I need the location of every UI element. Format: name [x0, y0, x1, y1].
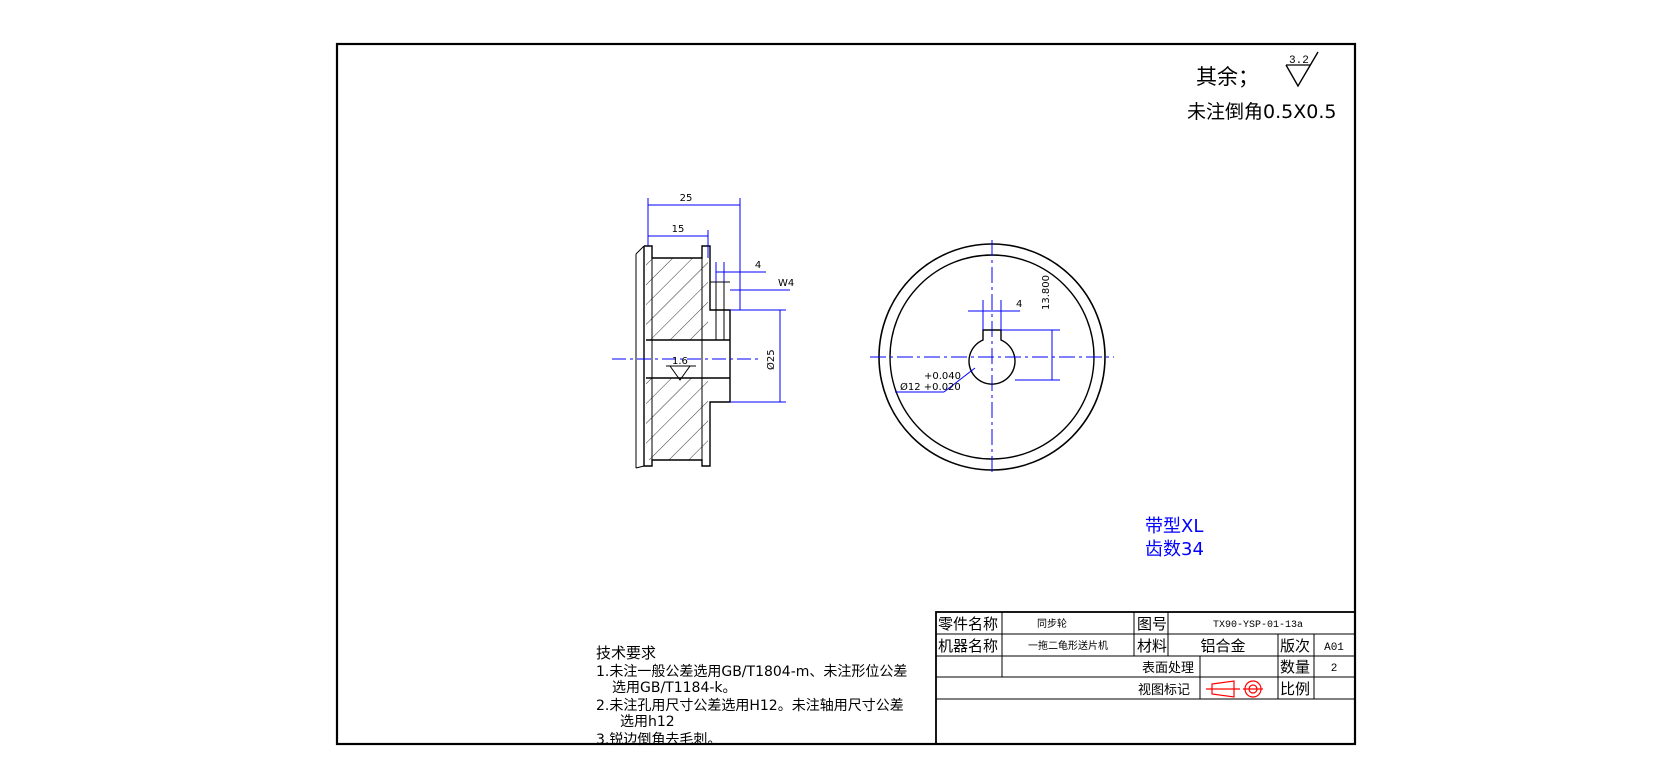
drawing-border [335, 42, 1357, 746]
tech-req-line: 2.未注孔用尺寸公差选用H12。未注轴用尺寸公差 [596, 698, 904, 714]
dim-25: 25 [680, 193, 693, 204]
front-dimensions [895, 300, 1060, 393]
tech-req-title: 技术要求 [596, 644, 656, 662]
roughness-bore-value: 1.6 [672, 356, 688, 367]
bore-roughness-icon [666, 365, 696, 381]
tech-req-line: 1.未注一般公差选用GB/T1804-m、未注形位公差 [596, 664, 907, 680]
dim-bore-diameter: Ø25 [765, 349, 777, 370]
side-section-view [612, 245, 760, 469]
title-block [935, 611, 1356, 745]
surface-treatment-label: 表面处理 [1142, 661, 1194, 676]
tech-req-line: 选用h12 [620, 714, 675, 730]
hatch-lower [646, 378, 708, 460]
part-name-label: 零件名称 [938, 615, 998, 633]
belt-type: 带型XL [1145, 516, 1203, 537]
tech-req-line: 3.锐边倒角去毛刺。 [596, 732, 721, 748]
dim-4: 4 [755, 260, 761, 271]
tooth-count: 齿数34 [1145, 539, 1204, 560]
projection-symbol-icon [1206, 680, 1263, 698]
side-dimensions [647, 198, 790, 403]
quantity-label: 数量 [1280, 658, 1310, 676]
view-mark-label: 视图标记 [1138, 683, 1190, 698]
scale-label: 比例 [1280, 680, 1310, 698]
material-label: 材料 [1137, 637, 1167, 655]
part-name-value: 同步轮 [1037, 617, 1067, 630]
dim-w4: W4 [778, 278, 794, 289]
quantity-value: 2 [1331, 663, 1338, 675]
drawing-no-value: TX90-YSP-01-13a [1213, 620, 1303, 631]
chamfer-note: 未注倒角0.5X0.5 [1187, 101, 1336, 123]
bore-tolerance-upper: +0.040 [924, 371, 961, 382]
version-label: 版次 [1280, 637, 1310, 655]
dim-keyway-depth: 13.800 [1041, 275, 1052, 310]
bore-tolerance-lower: Ø12 +0.020 [900, 381, 961, 393]
surface-note-label: 其余； [1196, 65, 1259, 89]
dim-keyway-width: 4 [1016, 299, 1022, 310]
drawing-no-label: 图号 [1137, 615, 1167, 633]
front-view [870, 240, 1114, 474]
roughness-symbol-icon [1285, 51, 1319, 88]
hatch-upper [646, 258, 708, 340]
tech-req-line: 选用GB/T1184-k。 [612, 680, 737, 696]
machine-name-value: 一拖二龟形送片机 [1028, 639, 1108, 652]
version-value: A01 [1324, 642, 1344, 654]
material-value: 铝合金 [1200, 637, 1245, 655]
machine-name-label: 机器名称 [938, 637, 998, 655]
surface-roughness-value: 3.2 [1289, 55, 1309, 67]
dim-15: 15 [672, 224, 685, 235]
